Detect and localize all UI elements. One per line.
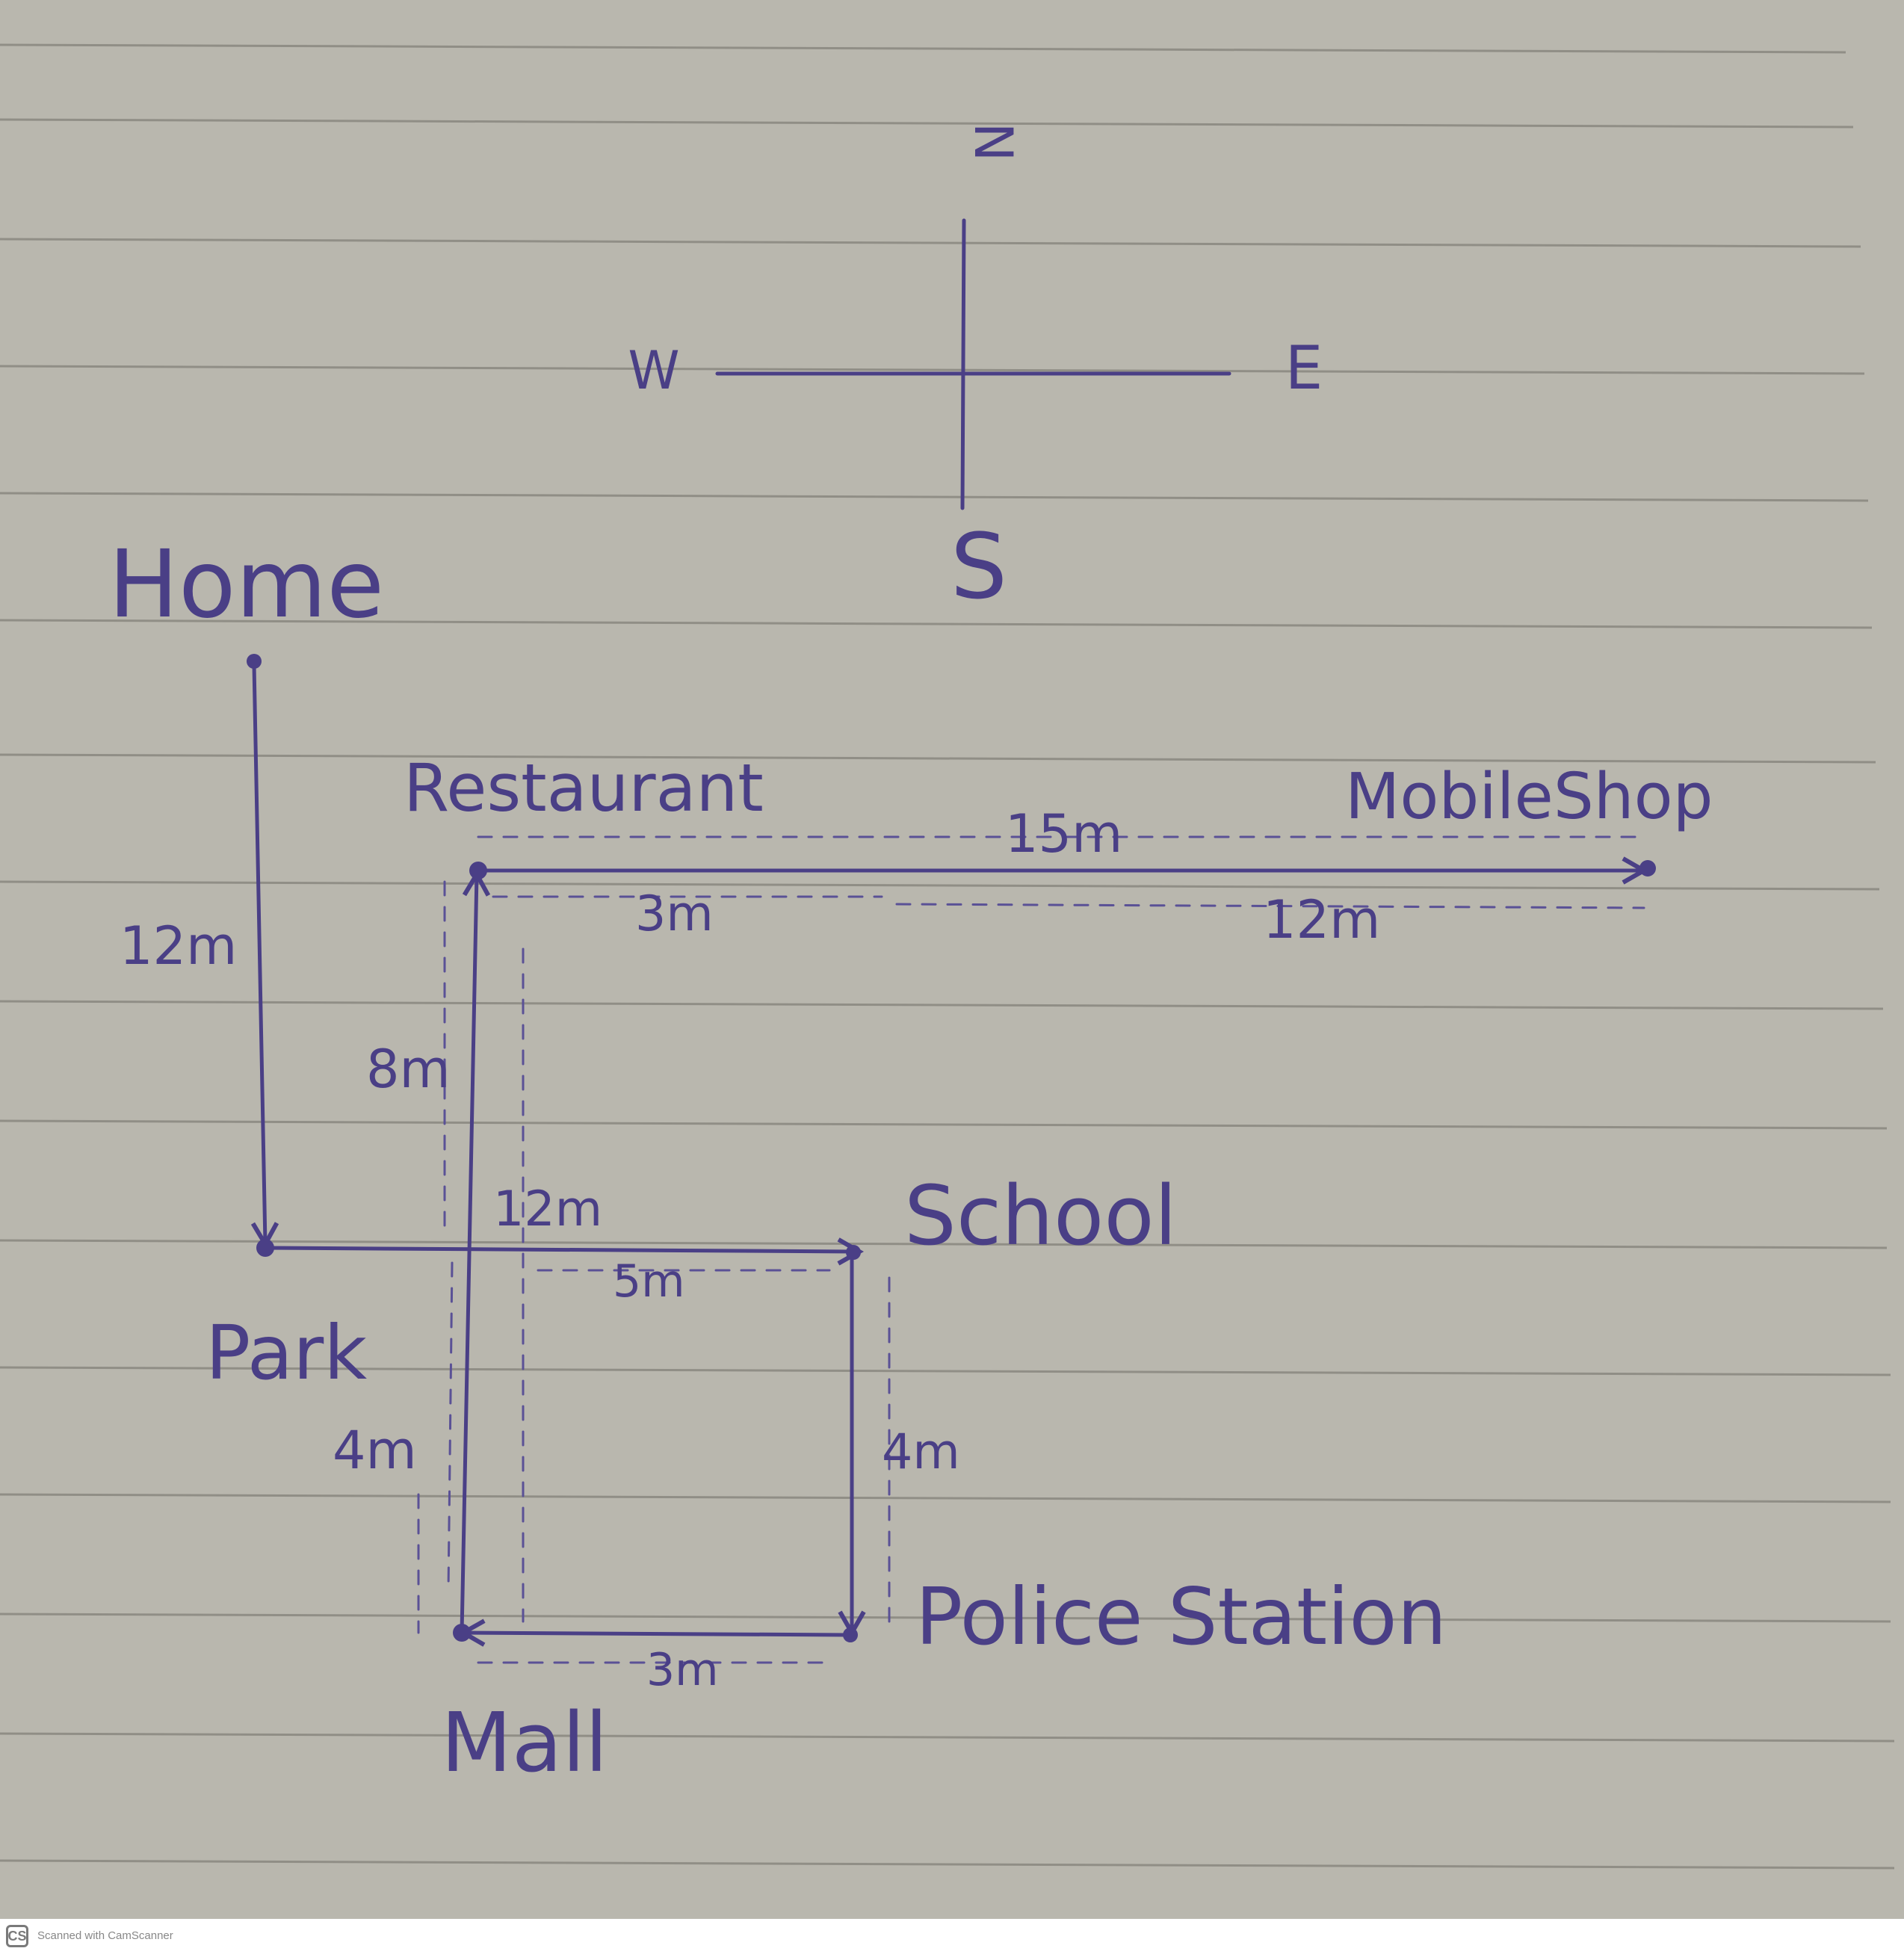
point-police-station	[843, 1627, 858, 1642]
scan-footer-text: Scanned with CamScanner	[37, 1929, 173, 1942]
point-school	[846, 1245, 861, 1260]
point-mobile-shop	[1639, 860, 1656, 877]
point-restaurant	[469, 862, 487, 879]
label-police-station: Police Station	[915, 1571, 1447, 1663]
path-mall-to-restaurant	[460, 869, 491, 1635]
distance-restaurant-to-mobile-shop: 15m	[1005, 803, 1122, 865]
compass-south: S	[951, 516, 1007, 619]
distance-crossing-to-school: 5m	[613, 1255, 685, 1308]
path-park-to-school	[263, 1237, 865, 1266]
label-park: Park	[205, 1309, 367, 1397]
guide-12m-top	[895, 903, 1645, 909]
path-police-station-to-mall	[458, 1619, 850, 1647]
distance-school-to-police-station: 4m	[882, 1424, 960, 1480]
paper-rules	[0, 43, 1895, 1870]
point-mall	[453, 1624, 471, 1642]
distance-restaurant-to-crossing: 3m	[635, 886, 714, 942]
scan-footer: CS Scanned with CamScanner	[0, 1919, 1904, 1957]
routes	[250, 663, 1649, 1647]
label-home: Home	[108, 531, 384, 639]
guide-4m-left	[447, 1261, 454, 1593]
label-restaurant: Restaurant	[404, 749, 764, 826]
distance-home-to-park: 12m	[120, 915, 237, 977]
distance-police-station-to-mall: 3m	[646, 1644, 719, 1696]
distance-labels: 12m 12m 15m 3m 12m 8m 4m 5m 4m 3m	[120, 803, 1380, 1696]
label-school: School	[904, 1168, 1177, 1264]
route-points	[247, 654, 1656, 1642]
distance-crossing-to-mobile-shop: 12m	[1263, 889, 1380, 950]
compass: N S E W	[628, 123, 1323, 619]
distance-park-level-to-mall: 4m	[333, 1420, 417, 1481]
point-park	[256, 1239, 274, 1257]
compass-east: E	[1285, 333, 1323, 403]
label-mobile-shop: MobileShop	[1345, 760, 1713, 834]
place-labels: Home Restaurant MobileShop Park School P…	[108, 531, 1713, 1790]
distance-restaurant-to-park-level: 8m	[366, 1039, 451, 1100]
path-home-to-park	[250, 663, 279, 1249]
compass-west: W	[628, 340, 679, 401]
compass-north: N	[962, 123, 1024, 161]
measurement-guides	[417, 835, 1645, 1664]
compass-ns-line	[960, 218, 966, 510]
camscanner-logo: CS	[6, 1925, 28, 1947]
label-mall: Mall	[441, 1695, 608, 1790]
point-home	[247, 654, 262, 669]
distance-mall-to-restaurant: 12m	[493, 1181, 602, 1237]
